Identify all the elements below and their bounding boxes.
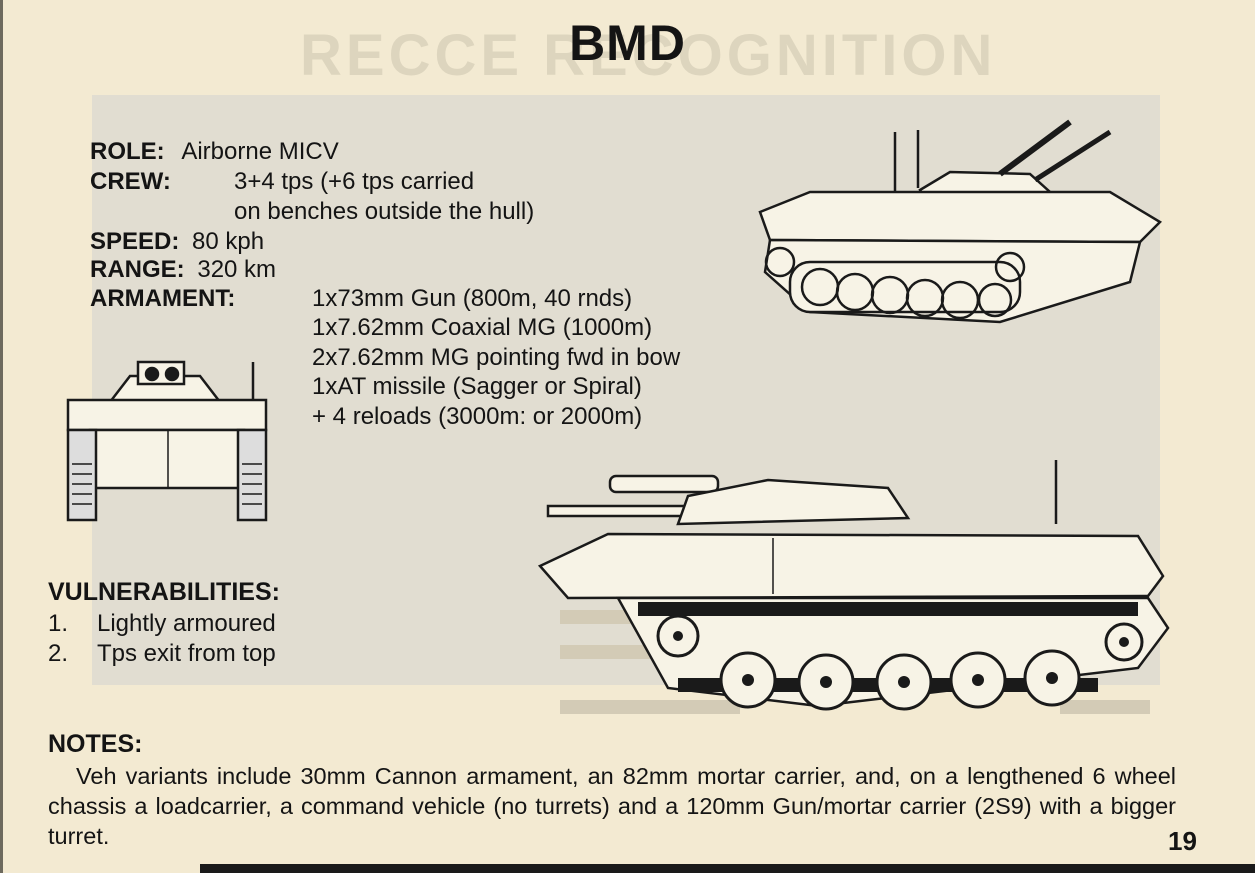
spec-armament-label: ARMAMENT:	[90, 285, 236, 312]
bleed-through-line	[1060, 700, 1150, 714]
bmd-front-view-illustration	[66, 360, 268, 522]
vulnerability-text: Tps exit from top	[97, 640, 276, 667]
spec-speed: SPEED: 80 kph	[90, 228, 264, 256]
spec-role: ROLE: Airborne MICV	[90, 138, 339, 166]
page-edge	[0, 0, 3, 873]
vulnerability-number: 2.	[48, 640, 69, 667]
vulnerabilities-heading: VULNERABILITIES:	[48, 578, 280, 606]
spec-speed-value: 80 kph	[192, 228, 265, 255]
page-bottom-edge	[200, 864, 1255, 873]
spec-role-value: Airborne MICV	[181, 138, 339, 165]
spec-range-value: 320 km	[197, 256, 277, 283]
spec-crew-value-cont: on benches outside the hull)	[234, 198, 535, 225]
vulnerability-text: Lightly armoured	[97, 610, 276, 637]
vulnerability-number: 1.	[48, 610, 69, 637]
armament-item: 1x7.62mm Coaxial MG (1000m)	[312, 314, 653, 341]
spec-role-label: ROLE:	[90, 138, 165, 165]
spec-range-label: RANGE:	[90, 256, 185, 283]
bmd-side-view-illustration	[538, 460, 1170, 711]
spec-range: RANGE: 320 km	[90, 256, 276, 284]
page-title: BMD	[569, 15, 686, 71]
spec-speed-label: SPEED:	[90, 228, 180, 255]
armament-item: 1xAT missile (Sagger or Spiral)	[312, 373, 642, 400]
spec-crew-value: 3+4 tps (+6 tps carried	[234, 168, 475, 195]
bmd-three-quarter-view-illustration	[758, 119, 1163, 324]
notes-heading: NOTES:	[48, 730, 143, 758]
armament-item: 2x7.62mm MG pointing fwd in bow	[312, 344, 681, 371]
armament-item: 1x73mm Gun (800m, 40 rnds)	[312, 285, 633, 312]
bleed-through-line	[560, 700, 740, 714]
armament-item: + 4 reloads (3000m: or 2000m)	[312, 403, 643, 430]
page-number: 19	[1168, 826, 1197, 856]
bleed-through-title: RECCE RECOGNITION	[300, 23, 997, 88]
spec-crew-label: CREW:	[90, 168, 171, 195]
notes-paragraph: Veh variants include 30mm Cannon armamen…	[48, 763, 1176, 849]
